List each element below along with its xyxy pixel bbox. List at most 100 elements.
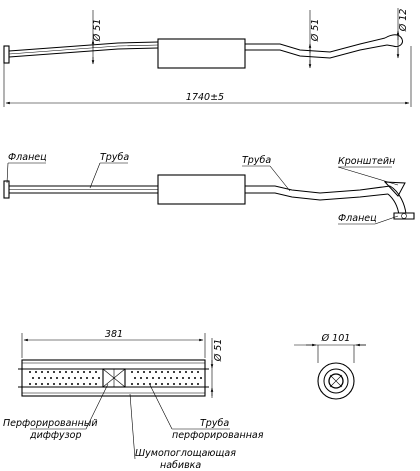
perforation-dot	[179, 383, 181, 385]
perforation-dot	[41, 383, 43, 385]
perforation-dot	[92, 377, 94, 379]
muffler-end-view: Ø 101	[294, 333, 366, 400]
dim-d51-right: Ø 51	[310, 19, 321, 43]
perforation-dot	[71, 383, 73, 385]
perforation-dot	[29, 371, 31, 373]
perforation-dot	[89, 371, 91, 373]
perforation-dot	[53, 371, 55, 373]
label-pipe-right: Труба	[242, 155, 271, 166]
perforation-dot	[155, 371, 157, 373]
perforation-dot	[62, 377, 64, 379]
side-view: Фланец Труба Труба Кронштейн Фланец	[3, 152, 415, 225]
perforation-dot	[47, 371, 49, 373]
perforation-dot	[77, 383, 79, 385]
dim-total-length: 1740±5	[186, 92, 224, 103]
top-pipe-right	[245, 37, 388, 59]
perforation-dot	[191, 371, 193, 373]
perforation-dot	[146, 377, 148, 379]
perforation-dot	[158, 377, 160, 379]
side-flange-right	[393, 212, 415, 220]
dim-muffler-d101: Ø 101	[321, 333, 351, 344]
dim-muffler-d51: Ø 51	[213, 339, 224, 363]
top-pipe-left	[8, 41, 159, 58]
label-packing-2: набивка	[160, 460, 201, 471]
perforation-dot	[41, 371, 43, 373]
perforation-dot	[53, 383, 55, 385]
perforation-dot	[185, 371, 187, 373]
perforation-dot	[50, 377, 52, 379]
perforation-dot	[29, 383, 31, 385]
perforation-dot	[44, 377, 46, 379]
perforation-dot	[65, 383, 67, 385]
perforation-dot	[170, 377, 172, 379]
label-perf-pipe-1: Труба	[200, 418, 229, 429]
perforation-dot	[68, 377, 70, 379]
perforation-dot	[86, 377, 88, 379]
perforation-dot	[137, 371, 139, 373]
perforation-dot	[197, 383, 199, 385]
perforation-dot	[152, 377, 154, 379]
perforation-pattern	[29, 371, 202, 385]
side-pipe-right	[245, 185, 391, 201]
perforation-dot	[173, 371, 175, 373]
perforation-dot	[185, 383, 187, 385]
top-flange-left	[3, 45, 10, 64]
perforation-dot	[59, 371, 61, 373]
perforation-dot	[35, 383, 37, 385]
perforation-dot	[182, 377, 184, 379]
perforation-dot	[56, 377, 58, 379]
perforation-dot	[176, 377, 178, 379]
perforation-dot	[149, 383, 151, 385]
perforation-dot	[188, 377, 190, 379]
label-bracket: Кронштейн	[338, 156, 395, 167]
top-muffler	[157, 38, 246, 69]
perforation-dot	[167, 371, 169, 373]
dim-d12: Ø 12	[398, 9, 409, 33]
perforation-dot	[32, 377, 34, 379]
perforation-dot	[89, 383, 91, 385]
perforation-dot	[38, 377, 40, 379]
dim-d51-left: Ø 51	[92, 19, 103, 43]
perforation-dot	[47, 383, 49, 385]
side-flange-left	[3, 180, 10, 199]
perforation-dot	[164, 377, 166, 379]
perforation-dot	[83, 371, 85, 373]
perforation-dot	[95, 383, 97, 385]
perforation-dot	[143, 371, 145, 373]
perforation-dot	[161, 371, 163, 373]
perforation-dot	[143, 383, 145, 385]
side-bracket	[383, 181, 406, 197]
perforation-dot	[71, 371, 73, 373]
perforation-dot	[179, 371, 181, 373]
label-perf-pipe-2: перфорированная	[172, 430, 264, 441]
perforation-dot	[200, 377, 202, 379]
label-pipe-left: Труба	[100, 152, 129, 163]
perforation-dot	[95, 371, 97, 373]
label-flange-right: Фланец	[338, 213, 377, 224]
perforation-dot	[191, 383, 193, 385]
perforation-dot	[155, 383, 157, 385]
perforation-dot	[74, 377, 76, 379]
perforation-dot	[77, 371, 79, 373]
perforation-dot	[80, 377, 82, 379]
label-perf-diffuser-2: диффузор	[29, 430, 82, 441]
label-perf-diffuser-1: Перфорированный	[3, 418, 98, 429]
top-bracket	[384, 34, 403, 47]
perforation-dot	[149, 371, 151, 373]
side-pipe-end	[387, 185, 407, 216]
perforation-dot	[65, 371, 67, 373]
perforation-dot	[161, 383, 163, 385]
perforation-dot	[83, 383, 85, 385]
side-muffler	[157, 174, 246, 205]
perforation-dot	[131, 371, 133, 373]
perforation-dot	[194, 377, 196, 379]
perforation-dot	[137, 383, 139, 385]
label-flange-left: Фланец	[8, 152, 47, 163]
dim-muffler-length: 381	[105, 329, 123, 340]
muffler-section: 381 Ø 51 Перфорированный диффузор Труба …	[3, 329, 264, 471]
perforation-dot	[131, 383, 133, 385]
perforation-dot	[35, 371, 37, 373]
perforation-dot	[197, 371, 199, 373]
perforation-dot	[140, 377, 142, 379]
